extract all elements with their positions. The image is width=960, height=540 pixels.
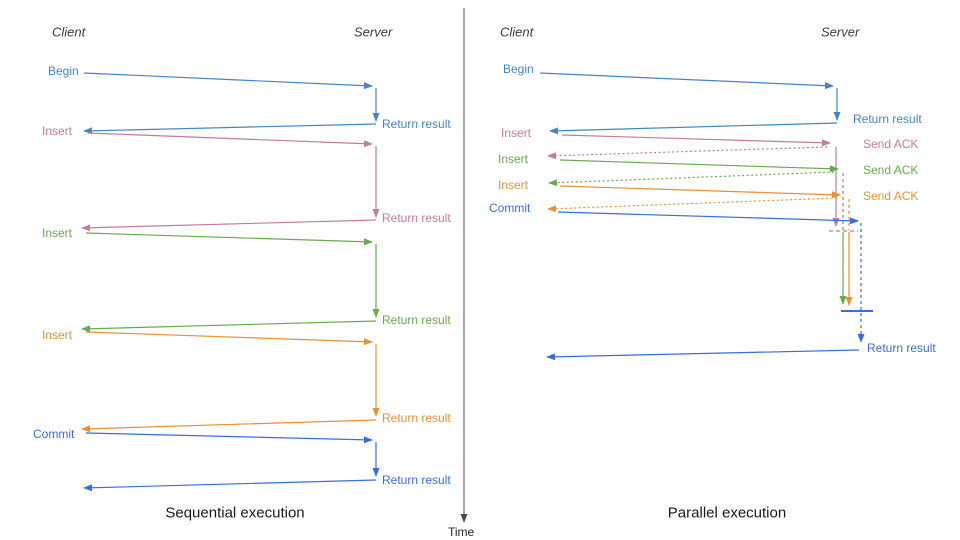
client-header-par: Client bbox=[500, 25, 535, 40]
ack-insert2-par: Send ACK bbox=[863, 163, 918, 177]
ack-insert3-par: Send ACK bbox=[863, 189, 918, 203]
commit-send-par bbox=[557, 211, 859, 225]
return-final-par: Return result bbox=[867, 341, 936, 355]
insert2-label-par: Insert bbox=[498, 152, 529, 166]
client-header-seq: Client bbox=[52, 25, 87, 40]
return-begin-par: Return result bbox=[853, 112, 922, 126]
return-begin-seq: Return result bbox=[382, 117, 451, 131]
insert1-label-par: Insert bbox=[501, 126, 532, 140]
insert3-send-seq bbox=[85, 331, 373, 346]
begin-send-seq bbox=[83, 72, 373, 90]
insert3-label-seq: Insert bbox=[42, 328, 73, 342]
time-axis-label: Time bbox=[448, 525, 475, 539]
begin-return-par bbox=[549, 122, 838, 135]
commit-label-par: Commit bbox=[489, 201, 531, 215]
caption-parallel: Parallel execution bbox=[668, 505, 786, 522]
insert2-return-seq bbox=[81, 320, 377, 333]
insert1-ack-par bbox=[547, 146, 828, 160]
insert2-send-seq bbox=[85, 232, 373, 246]
caption-sequential: Sequential execution bbox=[165, 505, 304, 522]
server-header-seq: Server bbox=[354, 25, 393, 40]
final-return-par bbox=[546, 349, 860, 361]
insert3-label-par: Insert bbox=[498, 178, 529, 192]
commit-send-seq bbox=[85, 432, 373, 444]
server-header-par: Server bbox=[821, 25, 860, 40]
begin-send-par bbox=[539, 72, 834, 90]
return-insert3-seq: Return result bbox=[382, 411, 451, 425]
begin-label-seq: Begin bbox=[48, 64, 79, 78]
insert3-return-seq bbox=[81, 419, 377, 433]
begin-return-seq bbox=[83, 123, 377, 135]
insert1-label-seq: Insert bbox=[42, 124, 73, 138]
return-insert1-seq: Return result bbox=[382, 211, 451, 225]
insert2-label-seq: Insert bbox=[42, 226, 73, 240]
ack-insert1-par: Send ACK bbox=[863, 137, 918, 151]
diagram-lines bbox=[81, 8, 873, 523]
insert3-send-par bbox=[559, 185, 841, 199]
insert1-return-seq bbox=[81, 219, 377, 232]
insert3-ack-par bbox=[547, 197, 838, 213]
begin-label-par: Begin bbox=[503, 62, 534, 76]
commit-return-seq bbox=[83, 479, 377, 492]
insert2-send-par bbox=[559, 159, 839, 173]
return-insert2-seq: Return result bbox=[382, 313, 451, 327]
commit-label-seq: Commit bbox=[33, 427, 75, 441]
insert2-ack-par bbox=[548, 171, 835, 187]
insert1-send-seq bbox=[87, 132, 373, 148]
return-commit-seq: Return result bbox=[382, 473, 451, 487]
insert1-send-par bbox=[561, 134, 831, 147]
